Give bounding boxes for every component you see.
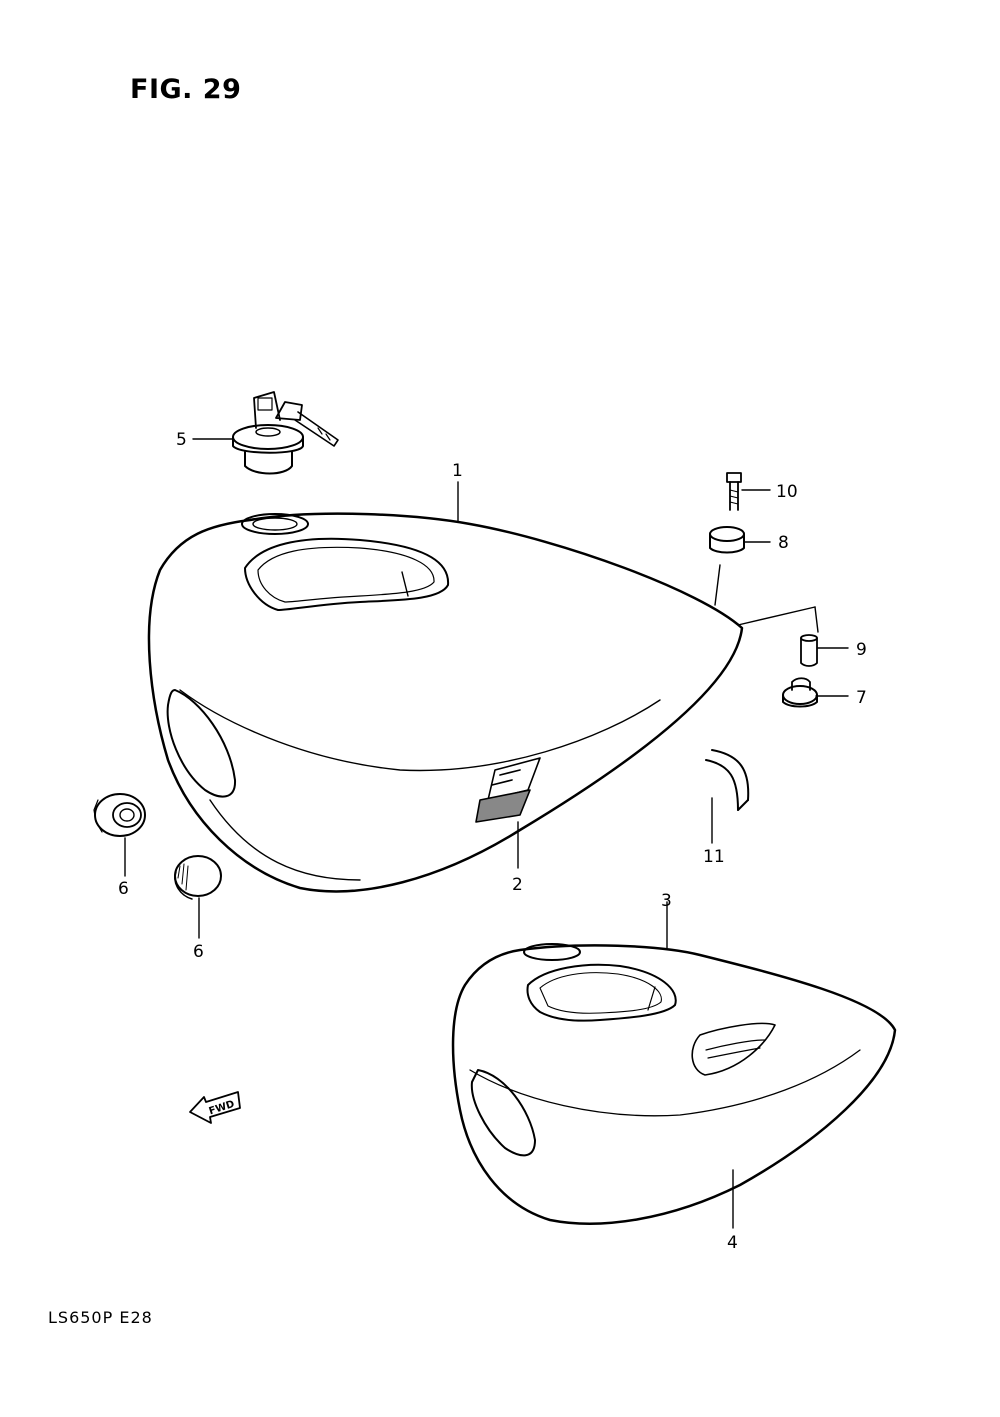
spacer xyxy=(800,634,818,667)
fuel-tank-main xyxy=(147,512,744,893)
callout-10: 10 xyxy=(776,482,798,502)
fuel-tank-alternate xyxy=(451,943,897,1225)
callout-7: 7 xyxy=(856,688,867,708)
callout-6-ring: 6 xyxy=(118,879,129,899)
forward-direction-arrow xyxy=(189,1091,241,1124)
tank-strap xyxy=(705,749,750,811)
callout-1: 1 xyxy=(452,461,463,481)
fuel-cap-with-keys xyxy=(232,391,339,475)
tank-emblem-decal xyxy=(475,757,541,823)
mounting-bolt xyxy=(726,472,742,511)
callout-4: 4 xyxy=(727,1233,738,1253)
callout-2: 2 xyxy=(512,875,523,895)
model-code: LS650P E28 xyxy=(48,1308,153,1327)
rear-cushion xyxy=(782,677,818,708)
callout-9: 9 xyxy=(856,640,867,660)
figure-title: FIG. 29 xyxy=(130,74,242,105)
tank-emblem-decal-alternate xyxy=(691,1022,776,1076)
cushion-grommet-ring xyxy=(93,793,146,837)
callout-5: 5 xyxy=(176,430,187,450)
callout-3: 3 xyxy=(661,891,672,911)
callout-8: 8 xyxy=(778,533,789,553)
collar xyxy=(709,526,745,554)
callout-11: 11 xyxy=(703,847,725,867)
cushion-grommet-cap xyxy=(174,855,222,900)
callout-6-cap: 6 xyxy=(193,942,204,962)
leader-lines xyxy=(124,438,849,1229)
